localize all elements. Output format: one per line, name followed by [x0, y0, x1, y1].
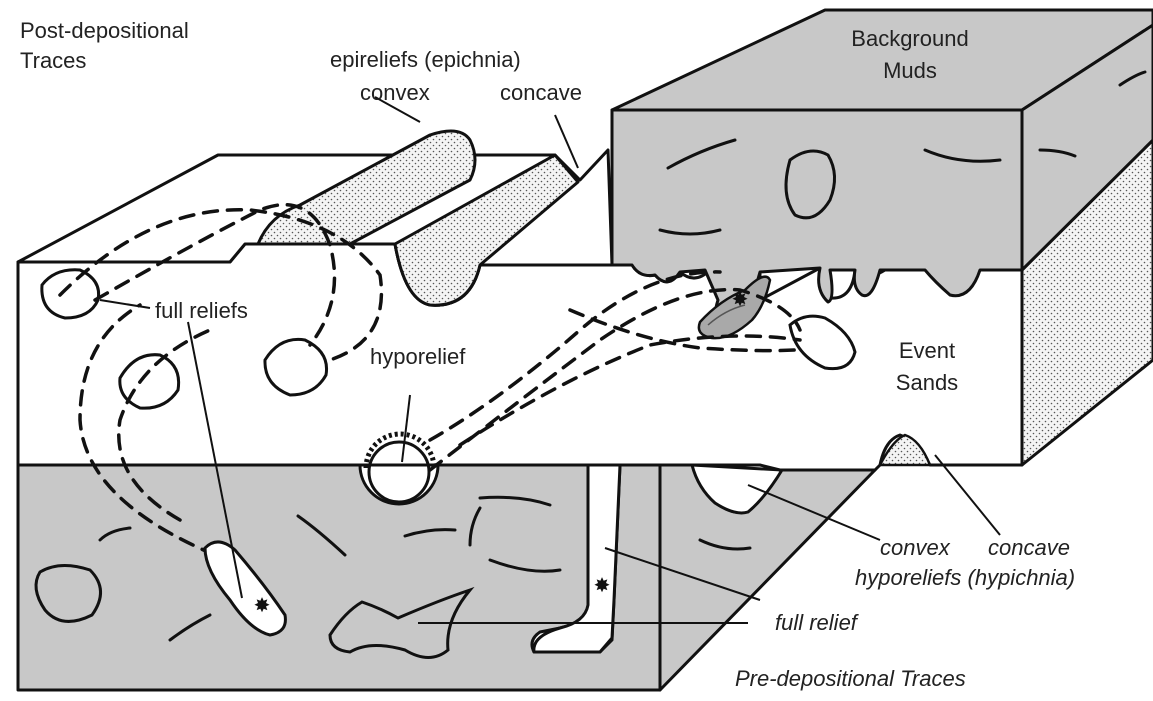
label-post-depositional: Post-depositional: [20, 18, 189, 43]
label-hyporeliefs: hyporeliefs (hypichnia): [855, 565, 1075, 590]
label-event: Event: [899, 338, 955, 363]
star-marker-icon: ✸: [594, 575, 611, 597]
label-hyporelief: hyporelief: [370, 344, 466, 369]
label-sands: Sands: [896, 370, 958, 395]
lower-mud-block: [18, 465, 875, 690]
label-traces: Traces: [20, 48, 86, 73]
label-epireliefs: epireliefs (epichnia): [330, 47, 521, 72]
label-epi-concave: concave: [500, 80, 582, 105]
label-hypo-concave: concave: [988, 535, 1070, 560]
label-pre-depositional: Pre-depositional Traces: [735, 666, 966, 691]
label-full-relief: full relief: [775, 610, 860, 635]
label-full-reliefs: full reliefs: [155, 298, 248, 323]
star-marker-icon: ✸: [254, 595, 271, 617]
hyporelief-sphere: [366, 434, 434, 502]
label-hypo-convex: convex: [880, 535, 951, 560]
label-epi-convex: convex: [360, 80, 430, 105]
label-background: Background: [851, 26, 968, 51]
label-muds: Muds: [883, 58, 937, 83]
